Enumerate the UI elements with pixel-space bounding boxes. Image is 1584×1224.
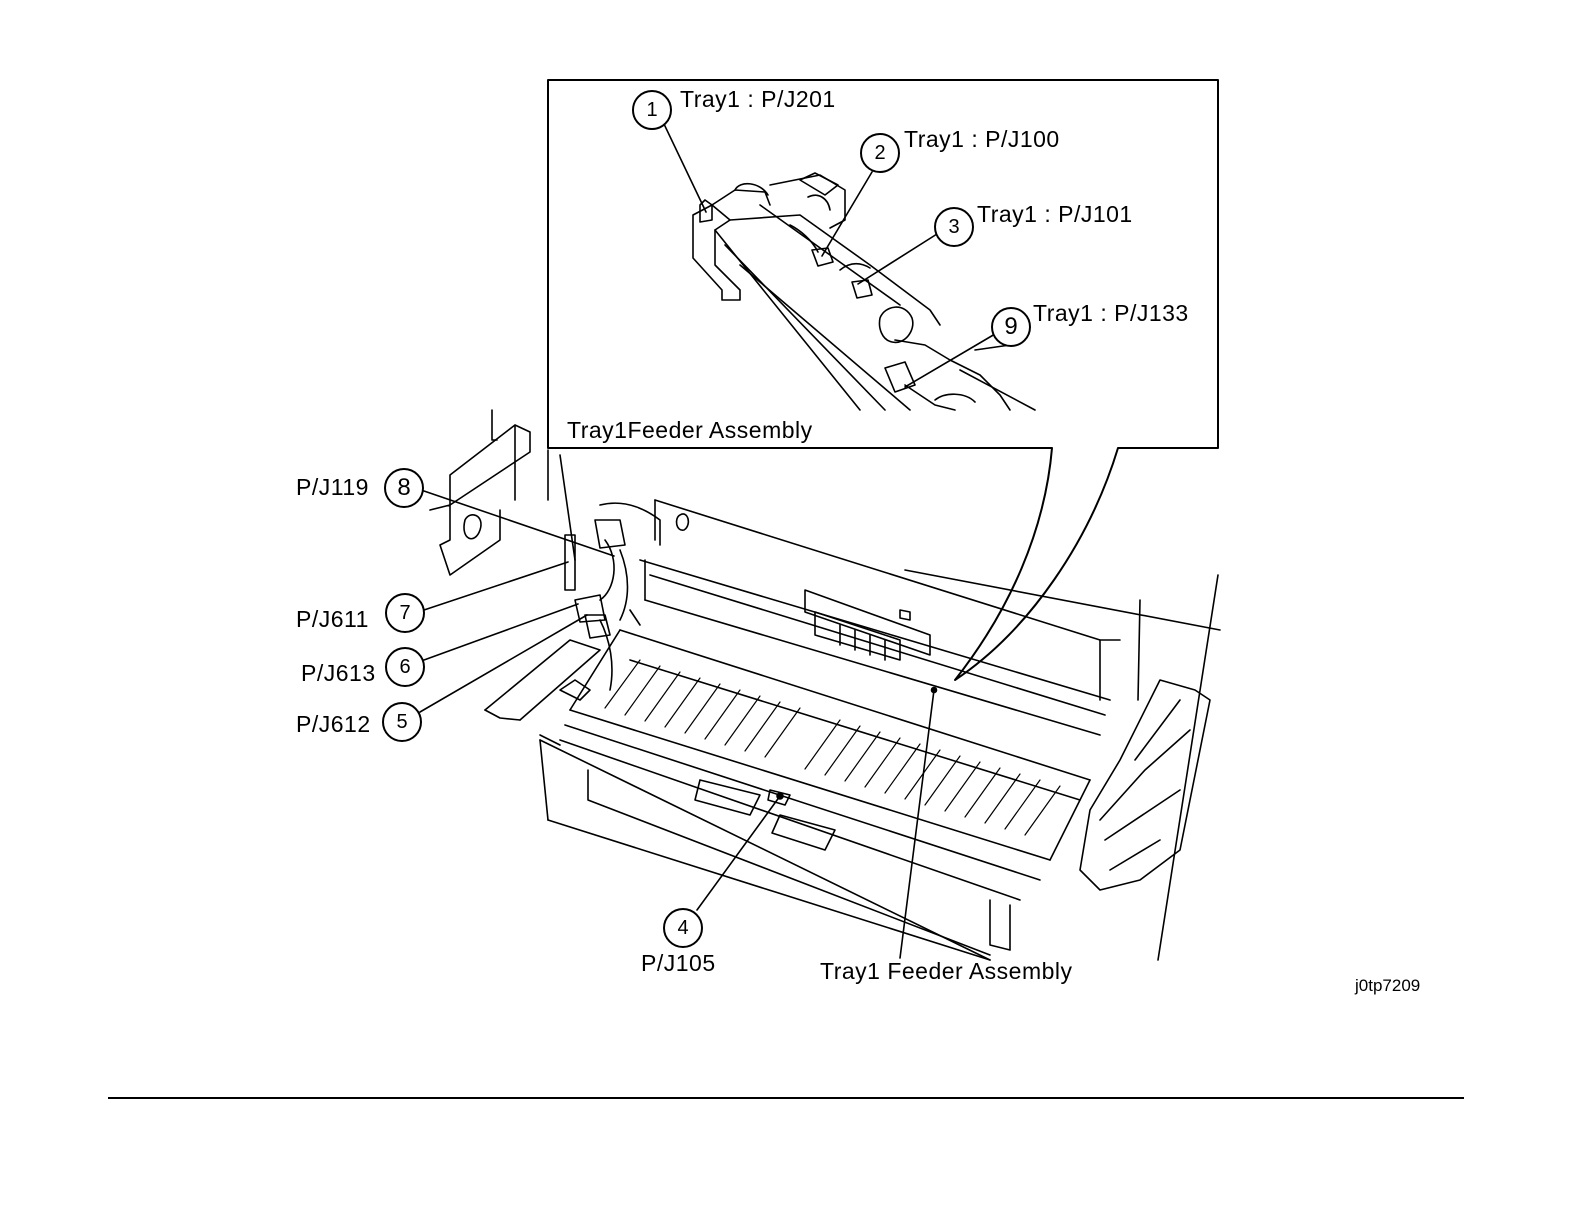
label-tray1-pj101: Tray1 : P/J101 [977,201,1133,227]
label-pj119: P/J119 [296,474,369,500]
label-pj612: P/J612 [296,711,371,737]
label-tray1-pj133: Tray1 : P/J133 [1033,300,1189,326]
callout-7: 7 [385,593,425,633]
callout-1: 1 [632,90,672,130]
main-caption: Tray1 Feeder Assembly [820,958,1073,984]
main-leader-lines [420,491,934,958]
page-footer-rule [108,1097,1464,1099]
callout-2: 2 [860,133,900,173]
inset-caption: Tray1Feeder Assembly [567,417,813,443]
callout-3: 3 [934,207,974,247]
connector-dot-pj105 [777,793,783,799]
label-tray1-pj100: Tray1 : P/J100 [904,126,1060,152]
label-tray1-pj201: Tray1 : P/J201 [680,86,836,112]
label-pj105: P/J105 [641,950,716,976]
callout-6: 6 [385,647,425,687]
callout-5: 5 [382,702,422,742]
label-pj611: P/J611 [296,606,369,632]
callout-9: 9 [991,307,1031,347]
callout-8: 8 [384,468,424,508]
label-pj613: P/J613 [301,660,376,686]
connector-dot-feeder [932,688,937,693]
figure-code: j0tp7209 [1355,976,1420,996]
callout-4: 4 [663,908,703,948]
